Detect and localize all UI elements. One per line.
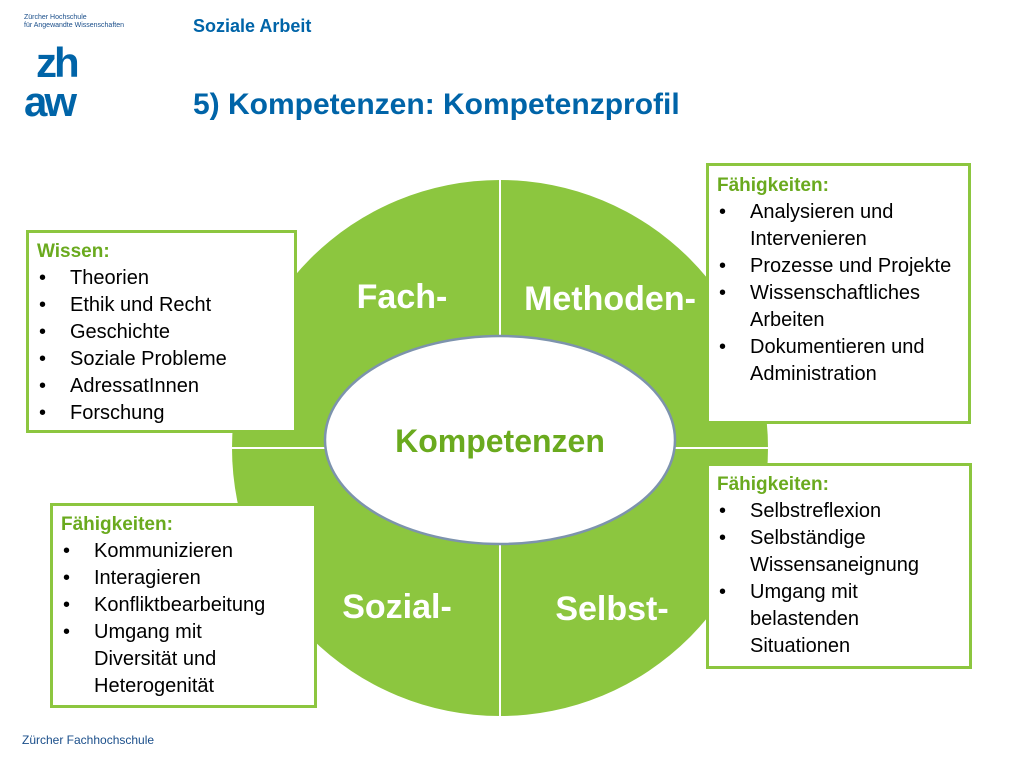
list-item: Konfliktbearbeitung [61, 592, 306, 619]
list-item: Ethik und Recht [37, 292, 286, 319]
quadrant-label-selbst: Selbst- [555, 590, 668, 628]
logo-text-top: zh [36, 42, 78, 86]
list-item: Geschichte [37, 319, 286, 346]
list-item: Selbstreflexion [717, 498, 961, 525]
list-item: Interagieren [61, 565, 306, 592]
social-skills-heading: Fähigkeiten: [61, 514, 173, 535]
list-item: Umgang mit Diversität und Heterogenität [61, 619, 284, 700]
quadrant-label-fach: Fach- [357, 278, 448, 316]
self-skills-heading: Fähigkeiten: [717, 474, 829, 495]
list-item: Dokumentieren und Administration [717, 334, 960, 388]
social-skills-list: Kommunizieren Interagieren Konfliktbearb… [61, 538, 306, 700]
list-item: Prozesse und Projekte [717, 253, 960, 280]
center-ellipse [323, 334, 677, 546]
list-item: AdressatInnen [37, 373, 286, 400]
social-skills-box: Fähigkeiten: Kommunizieren Interagieren … [50, 503, 317, 708]
knowledge-box: Wissen: Theorien Ethik und Recht Geschic… [26, 230, 297, 433]
institution-line-1: Zürcher Hochschule [24, 14, 87, 21]
institution-name: Zürcher Hochschule für Angewandte Wissen… [24, 14, 124, 30]
page-title: 5) Kompetenzen: Kompetenzprofil [193, 88, 680, 121]
self-skills-list: Selbstreflexion Selbständige Wissensanei… [717, 498, 961, 660]
footer-text: Zürcher Fachhochschule [22, 733, 155, 747]
list-item: Selbständige Wissensaneignung [717, 525, 961, 579]
list-item: Analysieren und Intervenieren [717, 199, 960, 253]
quadrant-label-methoden: Methoden- [524, 280, 696, 318]
self-skills-box: Fähigkeiten: Selbstreflexion Selbständig… [706, 463, 972, 669]
list-item: Kommunizieren [61, 538, 306, 565]
center-label: Kompetenzen [395, 423, 605, 459]
list-item: Forschung [37, 400, 286, 427]
knowledge-box-heading: Wissen: [37, 241, 110, 262]
list-item: Soziale Probleme [37, 346, 286, 373]
quadrant-label-sozial: Sozial- [342, 588, 452, 626]
list-item: Wissenschaftliches Arbeiten [717, 280, 960, 334]
list-item: Umgang mit belastenden Situationen [717, 579, 900, 660]
institution-line-2: für Angewandte Wissenschaften [24, 22, 125, 29]
list-item: Theorien [37, 265, 286, 292]
method-skills-heading: Fähigkeiten: [717, 175, 829, 196]
department-label: Soziale Arbeit [193, 16, 312, 36]
knowledge-list: Theorien Ethik und Recht Geschichte Sozi… [37, 265, 286, 427]
method-skills-box: Fähigkeiten: Analysieren und Intervenier… [706, 163, 971, 424]
method-skills-list: Analysieren und Intervenieren Prozesse u… [717, 199, 960, 388]
logo-text-bottom: aw [24, 78, 77, 122]
zhaw-logo: zh aw [22, 39, 102, 127]
zhaw-logo-mark: zh aw [24, 39, 81, 125]
